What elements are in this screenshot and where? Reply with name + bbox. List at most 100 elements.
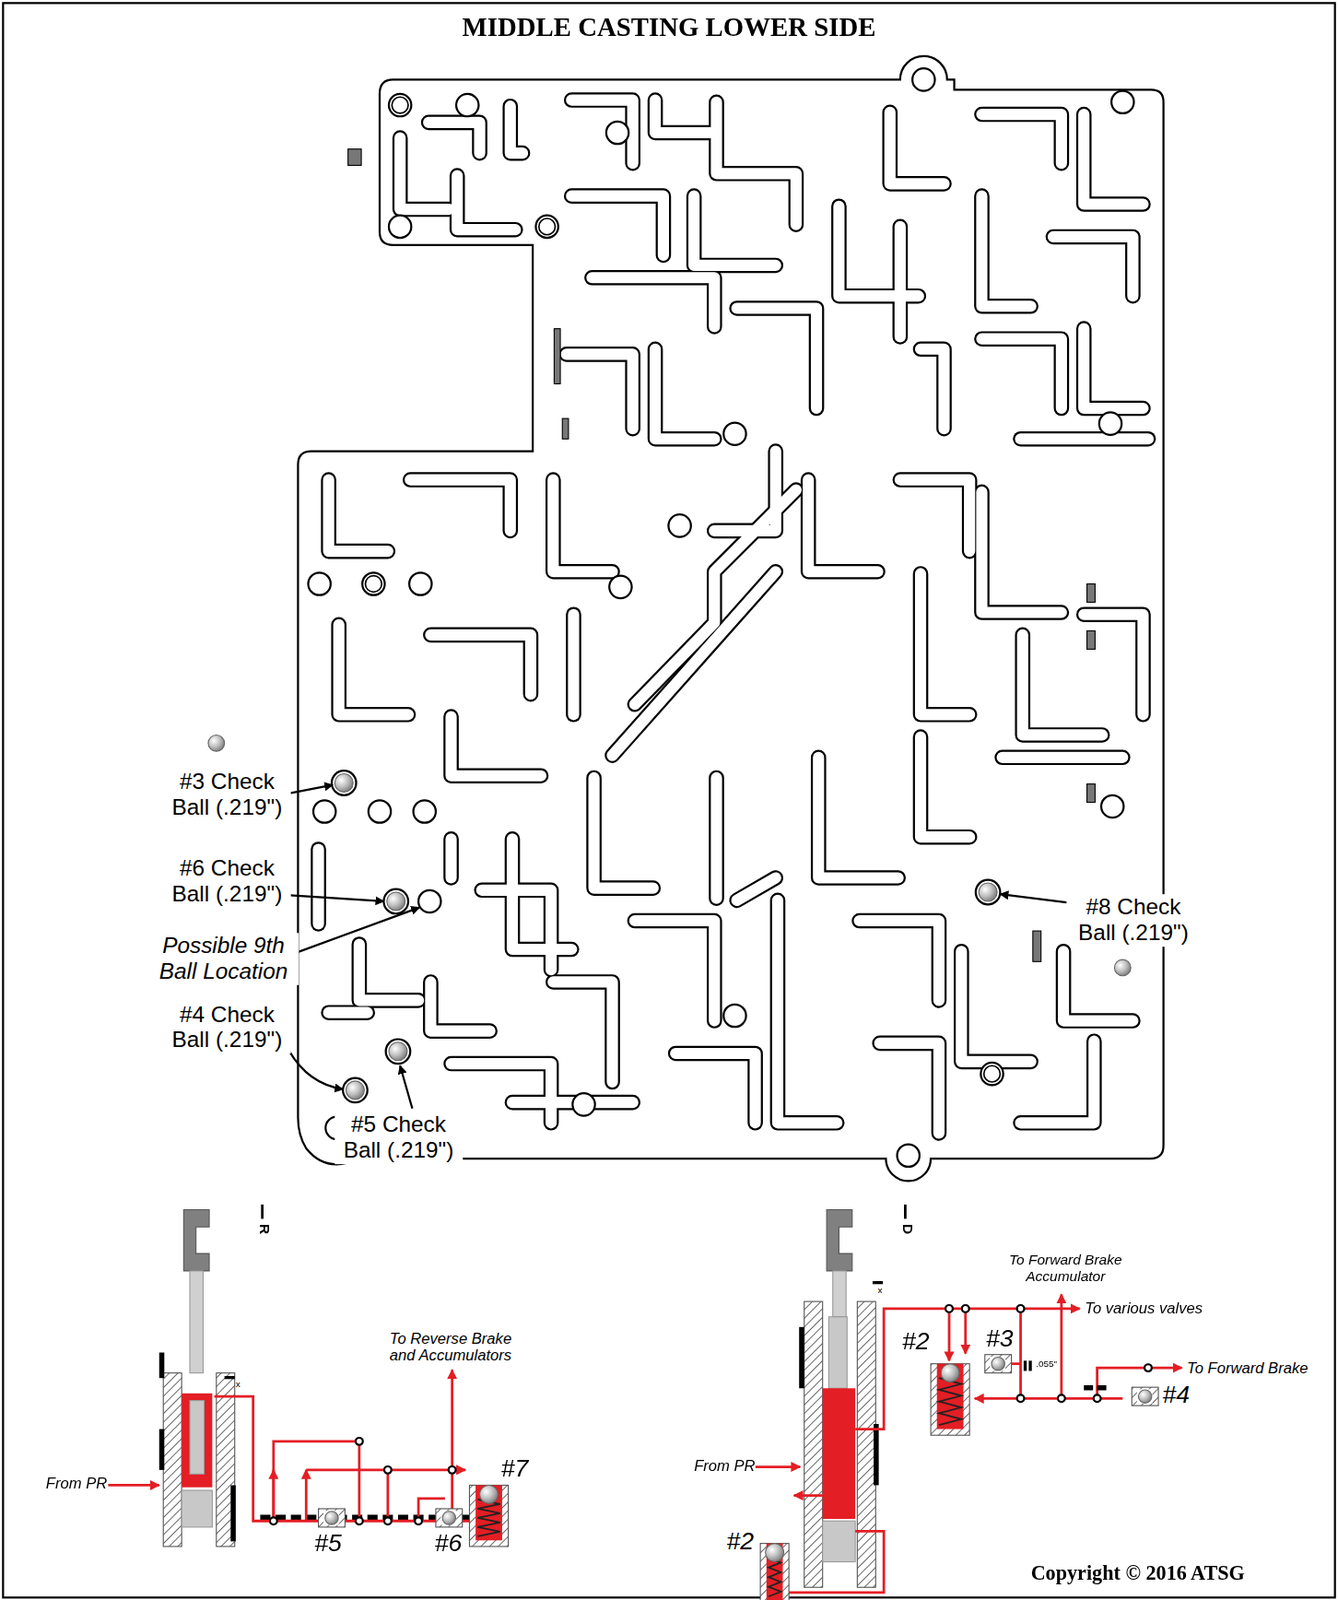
bolt-hole-inner (539, 218, 556, 235)
accumulator-body (760, 1543, 789, 1600)
channel-edge (655, 100, 715, 133)
channel (920, 349, 944, 429)
dimension: .055" (1035, 1358, 1057, 1369)
dowel-slot (1087, 784, 1096, 803)
channel (339, 624, 409, 715)
channel-edge (339, 624, 409, 715)
channel (328, 1007, 368, 1019)
bolt-hole (606, 121, 629, 144)
channel (312, 848, 324, 924)
flow-label: From PR (46, 1473, 107, 1491)
channel (737, 307, 817, 409)
valve-wall (856, 1301, 876, 1587)
junction-dot (355, 1516, 364, 1525)
check-cavity (1137, 1388, 1153, 1404)
bolt-hole (668, 514, 691, 537)
range-mark (260, 1204, 264, 1220)
spring (768, 1557, 781, 1597)
check-ball (388, 1042, 408, 1061)
junction-dot (384, 1516, 392, 1525)
dowel-slot (562, 418, 569, 439)
channel (655, 100, 715, 133)
fluid-line (214, 1396, 274, 1521)
check-ball (1114, 959, 1131, 976)
accumulator-body (930, 1363, 970, 1436)
channel (634, 920, 715, 1022)
channel (859, 920, 939, 1000)
fluid-line (1059, 1293, 1063, 1398)
channel (399, 138, 449, 211)
casting-slots (348, 149, 1096, 963)
channel-edge (1083, 328, 1143, 409)
channel-edge (981, 114, 1061, 164)
channel (890, 112, 945, 185)
fluid-line (107, 1483, 159, 1487)
callout-number: #5 (314, 1528, 342, 1558)
check-ball (991, 1356, 1005, 1370)
bolt-hole (980, 1062, 1003, 1085)
bolt-hole-inner (365, 575, 383, 593)
bolt-hole (609, 575, 632, 599)
channel (693, 196, 776, 266)
channel-edge (859, 920, 939, 1000)
channel-edge (612, 571, 776, 755)
channel-edge (310, 848, 327, 924)
channel-edge (428, 122, 480, 153)
check-cavity (323, 1510, 340, 1526)
bolt-hole (388, 93, 411, 117)
valve-spool-core (189, 1400, 205, 1475)
channel (1022, 634, 1103, 736)
channel (900, 480, 970, 552)
channel (566, 353, 634, 429)
empty-ball-seat (418, 890, 441, 913)
leader-line (999, 893, 1067, 903)
orifice-mark (1028, 1360, 1032, 1371)
channel-edge (655, 349, 715, 439)
accumulator-bore (475, 1484, 503, 1540)
channel-edge (1021, 1041, 1095, 1124)
bolt-hole-inner (391, 96, 409, 114)
channel (838, 206, 918, 296)
dowel-slot (553, 328, 561, 385)
bolt-hole (388, 215, 411, 238)
channel-edge (571, 100, 633, 165)
channel (1083, 114, 1143, 204)
channel-edge (777, 900, 837, 1123)
channel-edge (818, 757, 898, 879)
check-seat (985, 1354, 1012, 1374)
valve-wall (804, 1301, 823, 1587)
channel (675, 1053, 755, 1123)
check-ball (1138, 1389, 1151, 1403)
mark-letter: x (877, 1284, 882, 1295)
junction-dot (962, 1304, 970, 1313)
channel-edge (552, 981, 612, 1082)
callout-number: #3 (985, 1323, 1014, 1352)
channel (567, 614, 579, 716)
ball-seat (386, 1038, 411, 1064)
bolt-hole (456, 93, 479, 117)
channel-edge (693, 196, 776, 266)
channel-edge (890, 112, 945, 185)
orifice-mark (1097, 1384, 1107, 1391)
dowel-slot (348, 149, 362, 166)
ball-seat (975, 880, 1001, 905)
spring (938, 1377, 962, 1425)
bolt-hole (535, 215, 558, 238)
check-ball (978, 882, 998, 902)
channel (655, 349, 715, 439)
channel-edge (892, 226, 909, 338)
leader-line (296, 907, 420, 953)
port-bar (159, 1352, 165, 1379)
channel (552, 981, 612, 1082)
valve-spool-fluid (181, 1393, 212, 1488)
channel (894, 226, 906, 338)
port-bar (873, 1423, 880, 1485)
channel-edge (591, 277, 715, 327)
check-ball (387, 892, 406, 911)
channel-edge (808, 480, 878, 573)
junction-dot (384, 1466, 392, 1474)
check-ball (334, 774, 353, 793)
channel (710, 777, 722, 899)
channel-edge (1022, 634, 1103, 736)
channel-edge (1083, 114, 1143, 204)
